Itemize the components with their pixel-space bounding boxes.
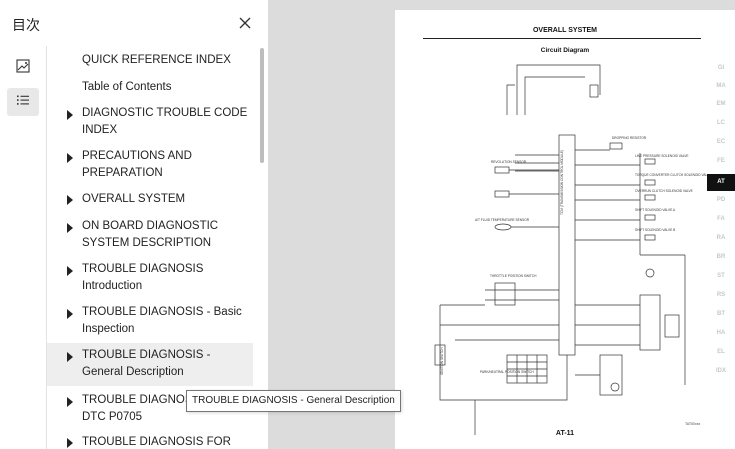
outline-button[interactable] — [7, 88, 39, 116]
expand-arrow-icon[interactable] — [67, 397, 73, 407]
section-tab-at[interactable]: AT — [707, 174, 735, 191]
circuit-diagram: TCM (TRANSMISSION CONTROL MODULE) DROPPI… — [434, 64, 707, 435]
expand-arrow-icon[interactable] — [67, 195, 73, 205]
section-tab-st[interactable]: ST — [717, 273, 725, 279]
section-tab-fe[interactable]: FE — [717, 158, 725, 164]
section-tab-gi[interactable]: GI — [717, 65, 725, 71]
page-section-title: OVERALL SYSTEM — [532, 27, 598, 34]
section-tab-ma[interactable]: MA — [716, 83, 726, 89]
outline-item-label: TROUBLE DIAGNOSIS FOR — [82, 436, 231, 448]
outline-list: QUICK REFERENCE INDEX Table of Contents … — [47, 46, 257, 449]
expand-arrow-icon[interactable] — [67, 352, 73, 362]
outline-item-table-of-contents[interactable]: Table of Contents — [47, 76, 253, 98]
outline-item-label: OVERALL SYSTEM — [82, 193, 186, 205]
outline-item-on-board-diagnostic[interactable]: ON BOARD DIAGNOSTIC SYSTEM DESCRIPTION — [47, 216, 253, 254]
expand-arrow-icon[interactable] — [67, 223, 73, 233]
outline-item-label: DIAGNOSTIC TROUBLE CODE INDEX — [82, 107, 248, 136]
section-tab-rs[interactable]: RS — [716, 292, 726, 298]
outline-item-trouble-diagnosis-for[interactable]: TROUBLE DIAGNOSIS FOR — [47, 433, 253, 449]
section-index-tabs: GI MA EM LC EC FE AT PD FA RA BR ST RS B… — [707, 10, 735, 449]
section-tab-bt[interactable]: BT — [717, 311, 725, 317]
outline-panel: 目次 — [0, 0, 268, 449]
expand-arrow-icon[interactable] — [67, 110, 73, 120]
svg-text:PARK/NEUTRAL POSITION SWITCH: PARK/NEUTRAL POSITION SWITCH — [480, 370, 534, 374]
panel-header: 目次 — [0, 0, 268, 46]
image-icon — [15, 58, 31, 79]
section-tab-idx[interactable]: IDX — [715, 368, 726, 374]
svg-text:IGNITION SWITCH: IGNITION SWITCH — [440, 347, 444, 375]
svg-text:REVOLUTION SENSOR: REVOLUTION SENSOR — [491, 160, 527, 164]
panel-title: 目次 — [12, 17, 40, 33]
outline-item-label: TROUBLE DIAGNOSIS - Basic Inspection — [82, 306, 242, 335]
outline-item-label: PRECAUTIONS AND PREPARATION — [82, 150, 192, 179]
svg-text:DROPPING RESISTOR: DROPPING RESISTOR — [612, 136, 647, 140]
page-subtitle: Circuit Diagram — [540, 47, 590, 54]
section-tab-lc[interactable]: LC — [717, 120, 725, 126]
section-tab-fa[interactable]: FA — [717, 216, 725, 222]
svg-text:TCM (TRANSMISSION CONTROL MODU: TCM (TRANSMISSION CONTROL MODULE) — [560, 150, 564, 215]
outline-item-precautions-and-preparation[interactable]: PRECAUTIONS AND PREPARATION — [47, 146, 253, 184]
section-tab-pd[interactable]: PD — [716, 197, 726, 203]
section-tab-ha[interactable]: HA — [716, 330, 726, 336]
svg-text:THROTTLE POSITION SWITCH: THROTTLE POSITION SWITCH — [490, 274, 537, 278]
expand-arrow-icon[interactable] — [67, 266, 73, 276]
outline-item-trouble-diagnosis-basic-inspection[interactable]: TROUBLE DIAGNOSIS - Basic Inspection — [47, 302, 253, 340]
document-viewer[interactable]: OVERALL SYSTEM Circuit Diagram — [268, 0, 735, 449]
outline-item-label: Table of Contents — [82, 81, 172, 93]
svg-text:OVERRUN CLUTCH SOLENOID VALVE: OVERRUN CLUTCH SOLENOID VALVE — [635, 189, 693, 193]
icon-rail — [0, 46, 47, 449]
section-tab-br[interactable]: BR — [716, 254, 726, 260]
outline-item-label: ON BOARD DIAGNOSTIC SYSTEM DESCRIPTION — [82, 220, 219, 249]
outline-item-label: QUICK REFERENCE INDEX — [82, 54, 231, 66]
outline-item-label: TROUBLE DIAGNOSIS Introduction — [82, 263, 204, 292]
svg-text:LINE PRESSURE SOLENOID VALVE: LINE PRESSURE SOLENOID VALVE — [635, 154, 689, 158]
outline-item-diagnostic-trouble-code-index[interactable]: DIAGNOSTIC TROUBLE CODE INDEX — [47, 103, 253, 141]
outline-tooltip: TROUBLE DIAGNOSIS - General Description — [186, 390, 401, 412]
outline-item-trouble-diagnosis-introduction[interactable]: TROUBLE DIAGNOSIS Introduction — [47, 259, 253, 297]
page-reference-code: TAT00xxx — [685, 422, 701, 426]
expand-arrow-icon[interactable] — [67, 438, 73, 448]
list-icon — [15, 92, 31, 113]
section-tab-el[interactable]: EL — [717, 349, 725, 355]
svg-text:SHIFT SOLENOID VALVE B: SHIFT SOLENOID VALVE B — [635, 228, 675, 232]
document-page: OVERALL SYSTEM Circuit Diagram — [395, 10, 735, 449]
header-divider — [423, 38, 701, 39]
section-tab-ec[interactable]: EC — [716, 139, 726, 145]
section-tab-em[interactable]: EM — [716, 101, 726, 107]
thumbnails-button[interactable] — [7, 54, 39, 82]
section-tab-ra[interactable]: RA — [716, 235, 726, 241]
outline-item-label: TROUBLE DIAGNOSIS - General Description — [82, 349, 211, 378]
expand-arrow-icon[interactable] — [67, 153, 73, 163]
svg-text:SHIFT SOLENOID VALVE A: SHIFT SOLENOID VALVE A — [635, 208, 676, 212]
page-number: AT-11 — [555, 430, 575, 437]
outline-item-trouble-diagnosis-general-description[interactable]: TROUBLE DIAGNOSIS - General Description — [47, 343, 253, 386]
outline-item-overall-system[interactable]: OVERALL SYSTEM — [47, 189, 253, 211]
outline-scrollbar[interactable] — [260, 48, 264, 163]
close-icon[interactable] — [236, 14, 254, 32]
expand-arrow-icon[interactable] — [67, 309, 73, 319]
svg-text:A/T FLUID TEMPERATURE SENSOR: A/T FLUID TEMPERATURE SENSOR — [475, 218, 530, 222]
svg-text:TORQUE CONVERTER CLUTCH SOLENO: TORQUE CONVERTER CLUTCH SOLENOID VALVE — [635, 173, 707, 177]
outline-item-quick-reference-index[interactable]: QUICK REFERENCE INDEX — [47, 49, 253, 71]
